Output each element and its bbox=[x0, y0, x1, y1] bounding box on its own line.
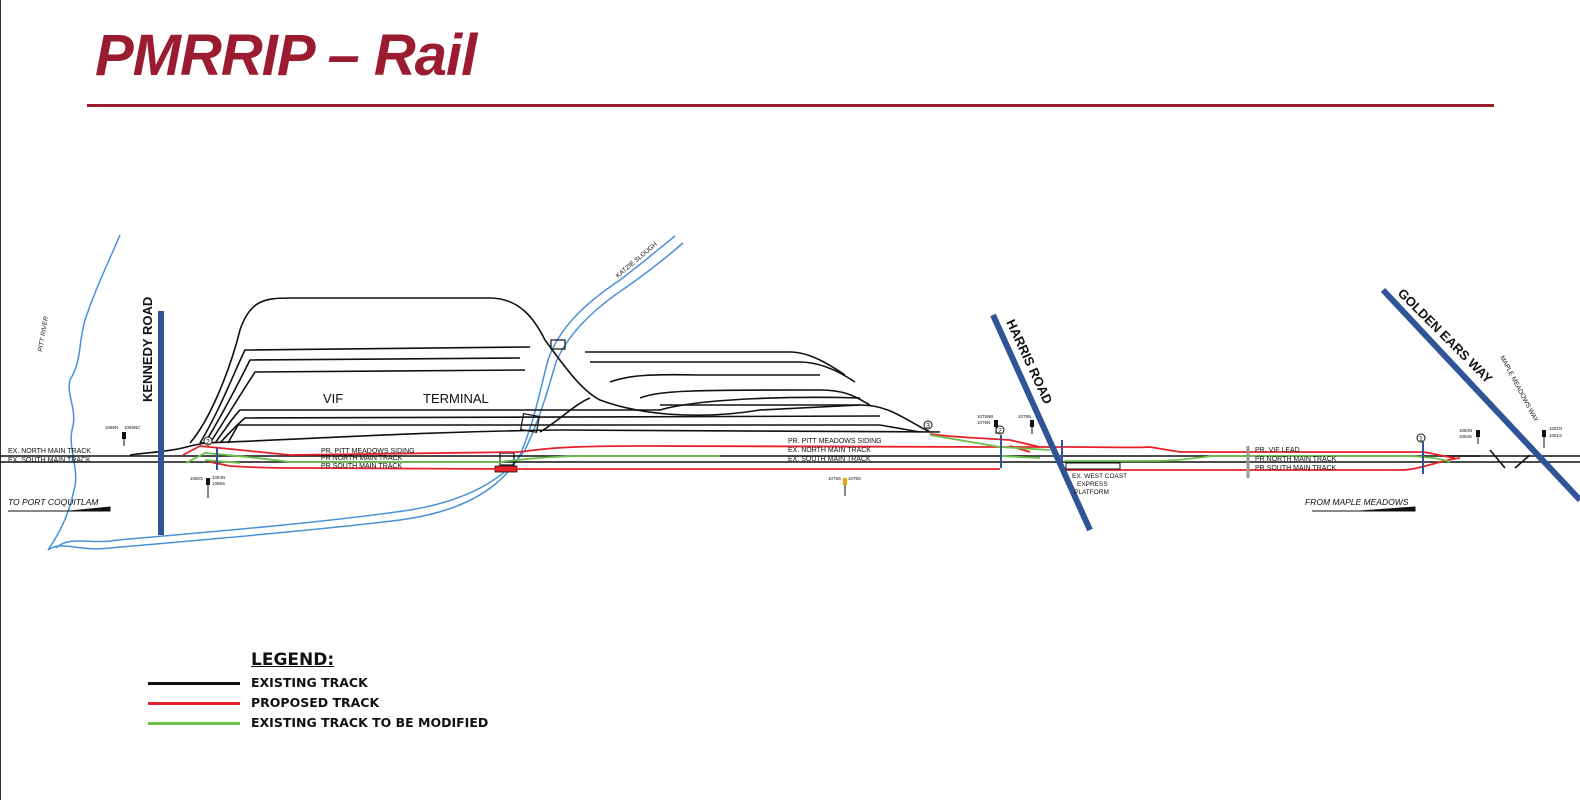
signal-icon bbox=[1476, 430, 1480, 437]
legend-item-proposed: PROPOSED TRACK bbox=[148, 695, 548, 713]
circle-marker-3-label: 2 bbox=[998, 428, 1002, 435]
svg-text:EX. WEST COAST: EX. WEST COAST bbox=[1072, 473, 1127, 480]
yard-track-9 bbox=[544, 339, 931, 433]
pr-vif-lead-label: PR. VIF LEAD bbox=[1255, 447, 1300, 454]
yard-track-12 bbox=[609, 373, 820, 383]
kennedy-road-label: KENNEDY ROAD bbox=[140, 297, 155, 402]
maple-meadows-way-label: MAPLE MEADOWS WAY bbox=[1498, 355, 1539, 424]
yard-track-7 bbox=[227, 424, 921, 444]
yard-track-10 bbox=[585, 351, 846, 376]
to-port-coquitlam-arrow bbox=[8, 506, 111, 512]
track-labels: EX. NORTH MAIN TRACK EX. SOUTH MAIN TRAC… bbox=[8, 438, 1337, 472]
circle-marker-1 bbox=[203, 436, 213, 446]
legend-title: LEGEND: bbox=[251, 650, 335, 670]
legend-swatch-proposed bbox=[148, 702, 240, 705]
yard-track-15 bbox=[539, 397, 591, 433]
legend-swatch-modified bbox=[148, 722, 240, 725]
from-maple-meadows-label: FROM MAPLE MEADOWS bbox=[1305, 497, 1409, 507]
svg-text:1063N: 1063N bbox=[212, 475, 225, 480]
west-coast-express-platform bbox=[1065, 462, 1121, 470]
circle-marker-4 bbox=[1416, 433, 1426, 443]
yard-track-8 bbox=[199, 429, 941, 444]
signal-icon bbox=[994, 420, 998, 427]
svg-text:PLATFORM: PLATFORM bbox=[1074, 489, 1109, 496]
ex-south-mid-label: EX. SOUTH MAIN TRACK bbox=[788, 456, 871, 463]
katzie-slough-bank-2 bbox=[55, 242, 684, 549]
svg-text:1076N: 1076N bbox=[977, 420, 990, 425]
legend-swatch-existing bbox=[148, 682, 240, 685]
legend-item-modified: EXISTING TRACK TO BE MODIFIED bbox=[148, 715, 548, 733]
yard-track-11 bbox=[590, 361, 856, 383]
svg-text:1065NC: 1065NC bbox=[124, 425, 141, 430]
harris-road-line bbox=[990, 313, 1093, 532]
pitt-river-label: PITT RIVER bbox=[37, 316, 50, 353]
svg-text:1066N: 1066N bbox=[105, 425, 118, 430]
legend-label-modified: EXISTING TRACK TO BE MODIFIED bbox=[251, 715, 489, 730]
legend-label-existing: EXISTING TRACK bbox=[251, 675, 368, 690]
yard-track-2 bbox=[199, 346, 531, 444]
circle-markers: 2 3 2 1 bbox=[203, 420, 1426, 446]
signal-icon bbox=[206, 478, 210, 485]
terminal-label: TERMINAL bbox=[423, 391, 489, 406]
title-underline bbox=[87, 104, 1494, 107]
signal-labels: 1066N 1065NC 1060S 1063N 1065S 1075NB 10… bbox=[105, 414, 1562, 486]
yard-track-4 bbox=[209, 369, 526, 444]
legend-item-existing: EXISTING TRACK bbox=[148, 675, 548, 693]
proposed-tracks bbox=[182, 433, 1461, 471]
svg-text:1084S: 1084S bbox=[1459, 434, 1472, 439]
pr-north-right-label: PR NORTH MAIN TRACK bbox=[1255, 456, 1337, 463]
slide-left-border bbox=[0, 0, 1, 800]
bridge-box-upper bbox=[550, 339, 566, 350]
svg-text:1084N: 1084N bbox=[1459, 428, 1472, 433]
signal-icon bbox=[122, 432, 126, 439]
svg-text:1081S: 1081S bbox=[1549, 433, 1562, 438]
yard-track-13 bbox=[639, 389, 871, 406]
circle-marker-2-label: 3 bbox=[926, 423, 930, 430]
golden-ears-way-label: GOLDEN EARS WAY bbox=[1395, 286, 1496, 387]
svg-text:EXPRESS: EXPRESS bbox=[1077, 481, 1108, 488]
pr-siding-mid-label: PR. PITT MEADOWS SIDING bbox=[788, 438, 882, 445]
yard-track-3 bbox=[204, 357, 521, 444]
ex-south-left-label: EX. SOUTH MAIN TRACK bbox=[8, 457, 91, 464]
svg-text:1075NB: 1075NB bbox=[977, 414, 993, 419]
svg-text:1078S: 1078S bbox=[848, 476, 861, 481]
platform-label: EX. WEST COAST EXPRESS PLATFORM bbox=[1072, 473, 1127, 496]
golden-ears-way-line bbox=[1380, 287, 1580, 503]
yard-track-1 bbox=[189, 297, 546, 444]
svg-text:1078N: 1078N bbox=[1018, 414, 1031, 419]
slide-title: PMRRIP – Rail bbox=[95, 23, 477, 88]
signal-icon bbox=[1542, 430, 1546, 437]
svg-text:1065S: 1065S bbox=[212, 481, 225, 486]
yard-track-6 bbox=[219, 415, 881, 444]
ex-north-mid-label: EX. NORTH MAIN TRACK bbox=[788, 447, 871, 454]
svg-text:1075S: 1075S bbox=[828, 476, 841, 481]
ex-north-left-label: EX. NORTH MAIN TRACK bbox=[8, 448, 91, 455]
circle-marker-2 bbox=[923, 420, 933, 430]
bridge-box-main bbox=[499, 452, 515, 466]
circle-marker-4-label: 1 bbox=[1419, 436, 1423, 443]
svg-text:1081N: 1081N bbox=[1549, 426, 1562, 431]
pr-siding-left-label: PR. PITT MEADOWS SIDING bbox=[321, 448, 415, 455]
from-maple-meadows-arrow bbox=[1312, 506, 1416, 512]
circle-marker-1-label: 2 bbox=[206, 439, 210, 446]
bridge-box-mid bbox=[520, 413, 540, 433]
pr-south-left-label: PR SOUTH MAIN TRACK bbox=[321, 463, 402, 470]
katzie-slough-bank-1 bbox=[47, 235, 676, 551]
pitt-river bbox=[47, 234, 121, 551]
vif-label: VIF bbox=[323, 391, 343, 406]
vif-terminal-yard bbox=[189, 297, 941, 444]
pr-south-right-label: PR SOUTH MAIN TRACK bbox=[1255, 465, 1336, 472]
pr-north-left-label: PR NORTH MAIN TRACK bbox=[321, 455, 403, 462]
katzie-slough-label: KATZIE SLOUGH bbox=[615, 241, 659, 280]
signal-icon bbox=[843, 478, 847, 485]
svg-text:1060S: 1060S bbox=[190, 476, 203, 481]
legend-label-proposed: PROPOSED TRACK bbox=[251, 695, 380, 710]
signal-icon bbox=[1030, 420, 1034, 427]
to-port-coquitlam-label: TO PORT COQUITLAM bbox=[8, 497, 99, 507]
signal-icons bbox=[122, 420, 1546, 498]
